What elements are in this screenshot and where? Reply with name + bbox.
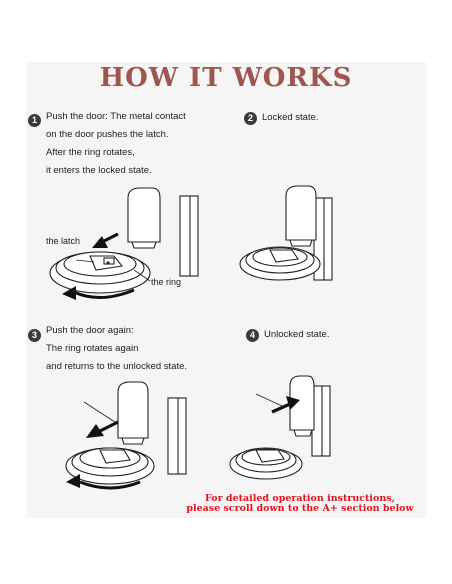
door-stopper-body <box>289 375 315 431</box>
figure-1-locking-diagram <box>49 187 199 300</box>
rotation-arrow-icon <box>79 480 141 490</box>
door-stopper-body <box>285 185 317 241</box>
ring-label: the ring <box>151 277 182 287</box>
metal-contact <box>293 429 313 437</box>
step-1-line-1: Push the door: The metal contact <box>46 111 186 122</box>
step-2-number-badge: 2 <box>244 112 257 125</box>
note-line-2: please scroll down to the A+ section bel… <box>186 503 414 514</box>
step-1-line-4: it enters the locked state. <box>46 165 152 176</box>
step-2-text: Locked state. <box>262 109 319 127</box>
latch <box>269 249 299 263</box>
latch-label: the latch <box>46 236 81 246</box>
door-frame <box>167 397 187 475</box>
latch <box>99 449 131 464</box>
figure-2-locked-diagram <box>239 185 333 281</box>
step-3-line-1: Push the door again: <box>46 325 134 336</box>
step-4-number-badge: 4 <box>246 329 259 342</box>
metal-contact <box>121 437 145 445</box>
door-stopper-body <box>117 381 149 439</box>
step-1-number-badge: 1 <box>28 114 41 127</box>
latch-pin <box>106 261 110 265</box>
push-arrow-icon <box>92 236 108 248</box>
step-1-line-2: on the door pushes the latch. <box>46 129 169 140</box>
step-4-line-1: Unlocked state. <box>264 329 330 340</box>
step-1-line-3: After the ring rotates, <box>46 147 135 158</box>
step-3-line-3: and returns to the unlocked state. <box>46 361 188 372</box>
step-3-line-2: The ring rotates again <box>46 343 139 354</box>
figure-3-unlocking-diagram <box>65 381 187 490</box>
step-2-line-1: Locked state. <box>262 112 319 123</box>
rotation-arrow-icon <box>73 288 135 299</box>
metal-contact <box>131 241 157 249</box>
door-stopper-body <box>127 187 161 243</box>
step-3-number-badge: 3 <box>28 329 41 342</box>
push-arrow-icon <box>286 396 300 410</box>
figure-4-unlocked-diagram <box>229 375 331 480</box>
door-frame <box>179 195 199 277</box>
door-frame <box>311 385 331 457</box>
step-1-text: Push the door: The metal contact on the … <box>46 108 186 180</box>
step-3-text: Push the door again: The ring rotates ag… <box>46 322 187 376</box>
step-4-text: Unlocked state. <box>264 326 329 344</box>
metal-contact <box>289 239 313 247</box>
page-title: HOW IT WORKS <box>99 63 353 93</box>
operation-instructions-note: For detailed operation instructions, ple… <box>170 494 430 514</box>
push-arrow-icon <box>86 424 104 438</box>
latch <box>255 449 285 463</box>
note-line-1: For detailed operation instructions, <box>205 493 395 504</box>
